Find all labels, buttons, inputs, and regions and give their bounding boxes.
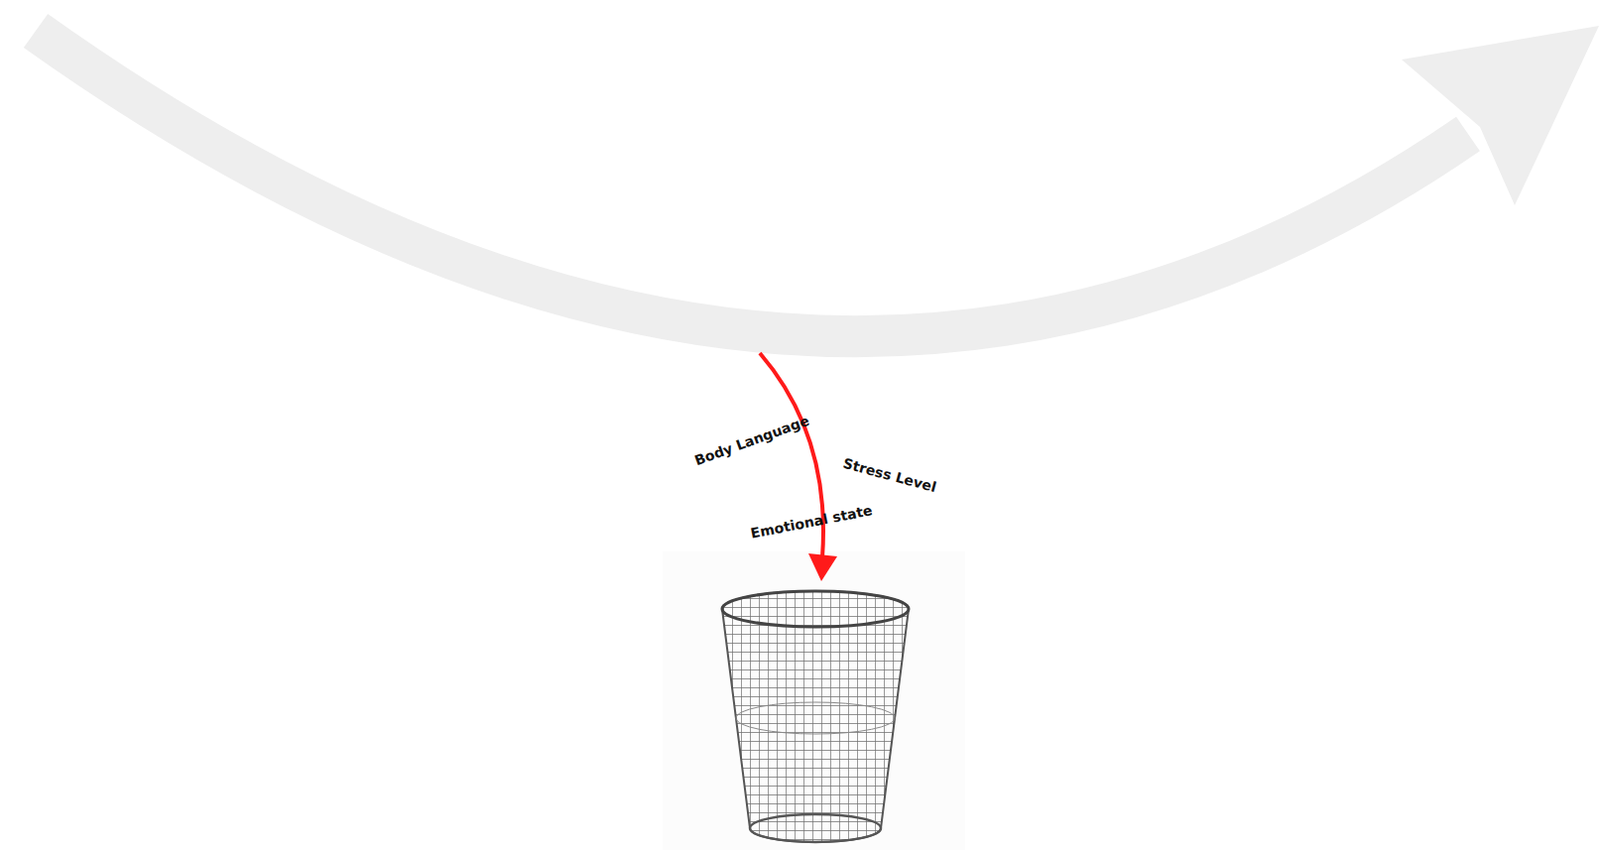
flow-arrow-band — [35, 30, 1469, 337]
red-arrow-head — [808, 553, 838, 582]
arrow-label: Emotional state — [748, 501, 873, 541]
arrow-label: Stress Level — [841, 455, 938, 495]
wire-basket — [722, 591, 909, 843]
image-background — [662, 551, 966, 850]
arrow-label: Body Language — [692, 412, 812, 470]
flow-arrow-head — [1401, 25, 1600, 206]
